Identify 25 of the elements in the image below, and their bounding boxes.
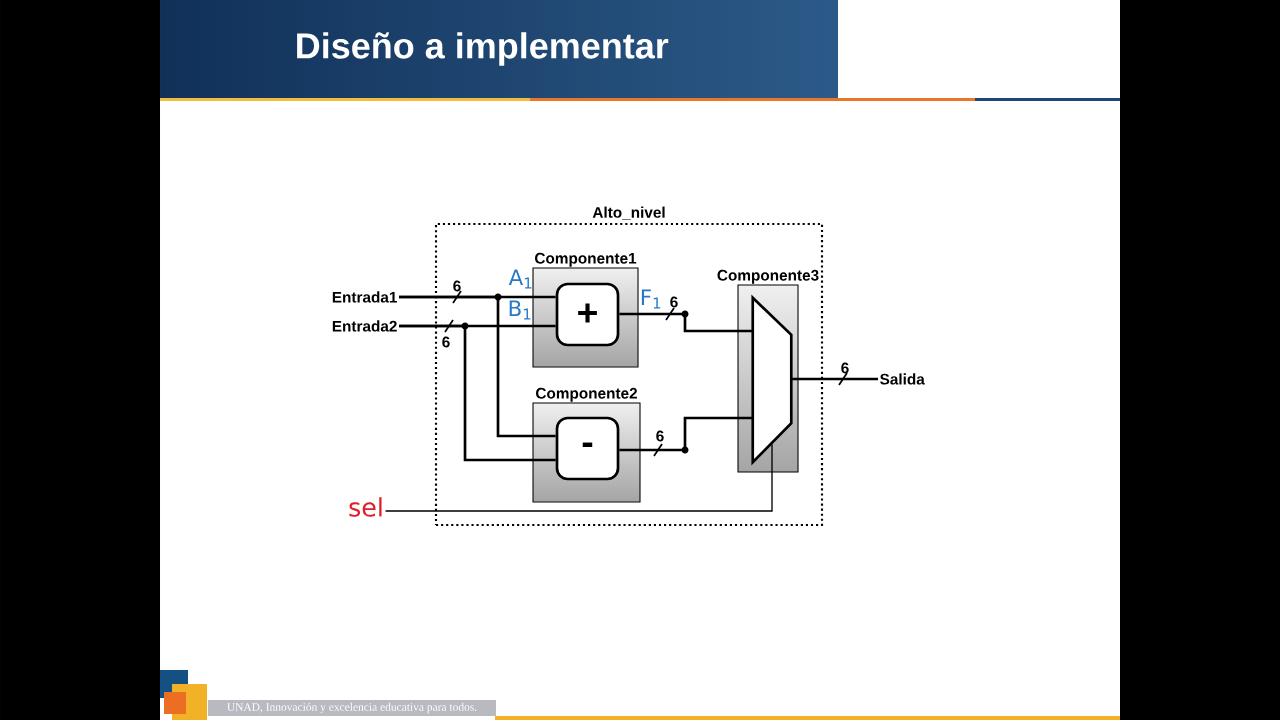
input-label: Entrada1 <box>332 291 397 303</box>
output-label: Salida <box>880 373 925 385</box>
node-label: Alto_nivel <box>592 206 665 220</box>
node-label: Componente1 <box>535 252 637 267</box>
node-label: Componente3 <box>717 269 819 284</box>
node-label: Componente2 <box>536 387 637 402</box>
handwritten-note: F$_{1}$ <box>641 289 661 309</box>
connector <box>619 416 753 452</box>
connector <box>399 295 556 438</box>
input-label: Entrada2 <box>332 320 397 332</box>
edge-label: 6 <box>670 296 678 308</box>
subtractor-block: - <box>555 416 620 481</box>
connector <box>384 443 773 512</box>
adder-block: + <box>555 282 620 347</box>
edge-label: 6 <box>453 280 461 292</box>
slide-title: Diseño a implementar <box>297 32 669 66</box>
connector <box>399 324 556 462</box>
edge-label: 6 <box>656 430 664 442</box>
signal-label: sel <box>349 497 382 517</box>
handwritten-note: A$_{1}$ <box>508 269 532 289</box>
connector <box>791 377 878 381</box>
handwritten-note: B$_{1}$ <box>509 300 531 320</box>
connector <box>619 312 753 333</box>
edge-label: 6 <box>442 336 450 348</box>
edge-label: 6 <box>841 362 849 374</box>
